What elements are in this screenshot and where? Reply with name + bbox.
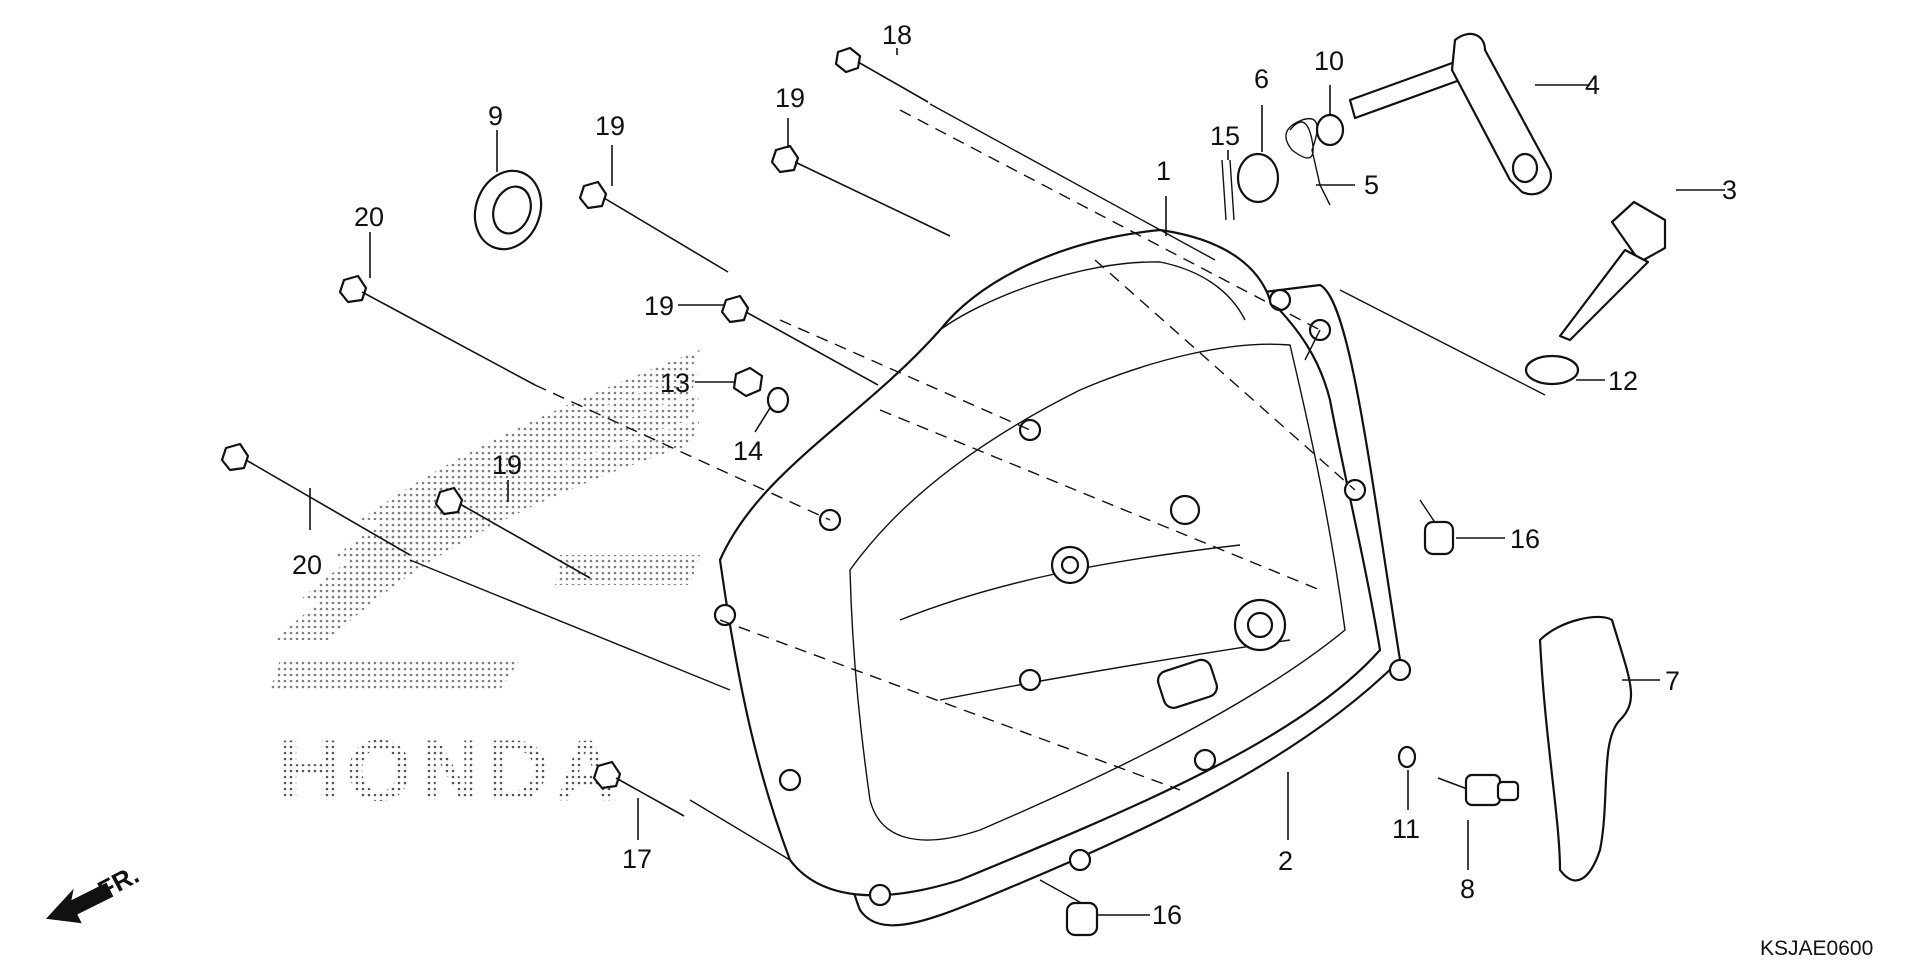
kick-arm-4: [1348, 32, 1553, 196]
callout-17: 17: [622, 844, 652, 874]
callout-14: 14: [733, 436, 763, 466]
cover-clutch-dome: [939, 261, 1246, 331]
callout-18: 18: [882, 20, 912, 50]
bolt-19-upper: [770, 144, 951, 237]
bolt-18: [834, 46, 1216, 261]
callout-12: 12: [1608, 366, 1638, 396]
cover-cylinder-port: [1156, 658, 1219, 709]
oil-dipstick-3: [1524, 200, 1667, 386]
cover-boss: [1060, 555, 1080, 575]
callout-16-upper: 16: [1510, 524, 1540, 554]
bolt-19-middle: [720, 294, 879, 386]
callout-7: 7: [1665, 666, 1680, 696]
bolt-17: [592, 760, 685, 817]
dowel-pin-16-upper: [1423, 520, 1455, 556]
sealing-washer-11: [1397, 745, 1417, 769]
collar-6: [1236, 152, 1280, 204]
callout-19-middle: 19: [644, 291, 674, 321]
callout-13: 13: [660, 368, 690, 398]
cover-rib: [939, 639, 1291, 701]
nut-13: [732, 366, 764, 398]
callout-4: 4: [1585, 70, 1600, 100]
callout-1: 1: [1156, 156, 1171, 186]
alignment-lines: [409, 109, 1546, 906]
washer-14: [766, 386, 790, 414]
callout-leaders: [309, 48, 1725, 916]
dowel-pin-16-lower: [1065, 901, 1099, 937]
callout-3: 3: [1722, 175, 1737, 205]
bolt-19-second: [578, 180, 729, 273]
neutral-switch-8: [1437, 773, 1520, 807]
side-cover-7: [1538, 615, 1633, 882]
callout-20-lower: 20: [292, 550, 322, 580]
return-spring-5: [1285, 118, 1331, 206]
callout-19-lower: 19: [492, 450, 522, 480]
callout-6: 6: [1254, 64, 1269, 94]
cover-boss: [1169, 494, 1201, 526]
callout-10: 10: [1314, 46, 1344, 76]
callout-5: 5: [1364, 170, 1379, 200]
callout-15: 15: [1210, 121, 1240, 151]
washer-10: [1315, 113, 1345, 147]
bolt-20-upper: [338, 274, 536, 386]
callout-16-lower: 16: [1152, 900, 1182, 930]
callout-19-upper: 19: [775, 83, 805, 113]
bolt-19-lower: [434, 486, 591, 579]
oil-seal-9: [473, 169, 543, 251]
cover-boss: [1246, 611, 1274, 639]
honda-watermark-text: HONDA: [278, 723, 623, 819]
cover-inner-flange: [849, 343, 1346, 841]
drawing-code: KSJAE0600: [1760, 937, 1873, 960]
cover-boss: [1018, 668, 1042, 692]
cotter-pin-15: [1221, 159, 1235, 221]
front-direction-arrow-icon: [45, 882, 114, 924]
callout-11: 11: [1392, 814, 1420, 844]
callout-20-upper: 20: [354, 202, 384, 232]
right-crankcase-cover: [718, 228, 1382, 897]
callout-19-second: 19: [595, 111, 625, 141]
honda-wing-watermark: [270, 350, 700, 690]
callout-9: 9: [488, 101, 503, 131]
bolt-20-lower: [220, 442, 411, 556]
callout-2: 2: [1278, 846, 1293, 876]
callout-8: 8: [1460, 874, 1475, 904]
